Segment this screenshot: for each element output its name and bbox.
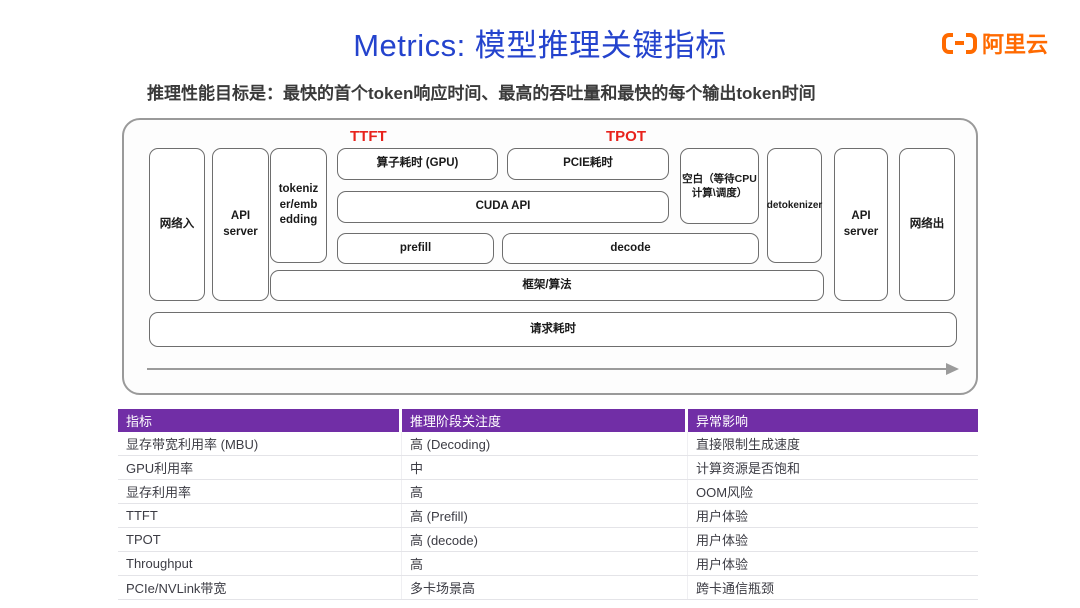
table-cell: 高 <box>402 552 688 575</box>
diagram-box-idle-wait-cpu: 空白（等待CPU 计算\调度） <box>680 148 759 224</box>
timeline-arrow-line <box>147 368 951 370</box>
timeline-arrowhead-icon <box>946 363 959 375</box>
ttft-stage-label: TTFT <box>350 128 387 145</box>
idle-box-line2: 计算\调度） <box>691 187 748 199</box>
table-header-cell: 异常影响 <box>688 409 978 432</box>
table-cell: 高 (decode) <box>402 528 688 551</box>
table-cell: 中 <box>402 456 688 479</box>
alibaba-cloud-logo: 阿里云 <box>941 27 1048 59</box>
diagram-box-pcie-time: PCIE耗时 <box>507 148 669 180</box>
diagram-box-decode: decode <box>502 233 759 264</box>
table-cell: TPOT <box>118 528 402 551</box>
table-row: 显存带宽利用率 (MBU) 高 (Decoding) 直接限制生成速度 <box>118 432 978 456</box>
table-header-cell: 推理阶段关注度 <box>402 409 688 432</box>
table-cell: 高 (Decoding) <box>402 432 688 455</box>
table-row: TPOT 高 (decode) 用户体验 <box>118 528 978 552</box>
diagram-box-prefill: prefill <box>337 233 494 264</box>
diagram-box-network-out: 网络出 <box>899 148 955 301</box>
inference-pipeline-diagram: TTFT TPOT 网络入 API server tokenizer/embed… <box>122 118 978 395</box>
table-cell: TTFT <box>118 504 402 527</box>
tpot-stage-label: TPOT <box>606 128 646 145</box>
table-row: 显存利用率 高 OOM风险 <box>118 480 978 504</box>
table-cell: 用户体验 <box>696 509 749 524</box>
table-cell: 直接限制生成速度 <box>696 437 801 452</box>
diagram-box-network-in: 网络入 <box>149 148 205 301</box>
timeline-arrow <box>147 363 959 375</box>
table-cell: GPU利用率 <box>118 456 402 479</box>
diagram-box-api-server-out: API server <box>834 148 888 301</box>
table-cell: 多卡场景高 <box>402 576 688 599</box>
diagram-box-api-server-in: API server <box>212 148 269 301</box>
table-cell: 显存带宽利用率 (MBU) <box>118 432 402 455</box>
table-cell: 跨卡通信瓶颈 <box>696 581 775 596</box>
table-cell: 显存利用率 <box>118 480 402 503</box>
metrics-table: 指标 推理阶段关注度 异常影响 显存带宽利用率 (MBU) 高 (Decodin… <box>118 409 978 600</box>
table-row: TTFT 高 (Prefill) 用户体验 <box>118 504 978 528</box>
table-cell: 高 <box>402 480 688 503</box>
diagram-box-detokenizer: detokenizer <box>767 148 822 263</box>
table-cell: 用户体验 <box>696 533 749 548</box>
logo-brand-text: 阿里云 <box>981 32 1048 57</box>
diagram-box-cuda-api: CUDA API <box>337 191 669 223</box>
table-cell: 用户体验 <box>696 557 749 572</box>
table-cell: PCIe/NVLink带宽 <box>118 576 402 599</box>
diagram-box-operator-time-gpu: 算子耗时 (GPU) <box>337 148 498 180</box>
table-header-row: 指标 推理阶段关注度 异常影响 <box>118 409 978 432</box>
diagram-box-request-time: 请求耗时 <box>149 312 957 347</box>
page-title: Metrics: 模型推理关键指标 <box>353 28 727 63</box>
idle-box-line1: 空白（等待CPU <box>682 172 757 185</box>
table-row: PCIe/NVLink带宽 多卡场景高 跨卡通信瓶颈 <box>118 576 978 600</box>
alibaba-cloud-bracket-icon <box>941 32 977 54</box>
diagram-box-tokenizer-embedding: tokenizer/embedding <box>270 148 327 263</box>
table-cell: 计算资源是否饱和 <box>696 461 801 476</box>
slide-subtitle: 推理性能目标是：最快的首个token响应时间、最高的吞吐量和最快的每个输出tok… <box>147 84 816 103</box>
diagram-box-framework-algorithm: 框架/算法 <box>270 270 824 301</box>
table-header-cell: 指标 <box>118 409 402 432</box>
table-cell: OOM风险 <box>696 485 754 500</box>
table-cell: Throughput <box>118 552 402 575</box>
table-row: Throughput 高 用户体验 <box>118 552 978 576</box>
table-row: GPU利用率 中 计算资源是否饱和 <box>118 456 978 480</box>
table-cell: 高 (Prefill) <box>402 504 688 527</box>
